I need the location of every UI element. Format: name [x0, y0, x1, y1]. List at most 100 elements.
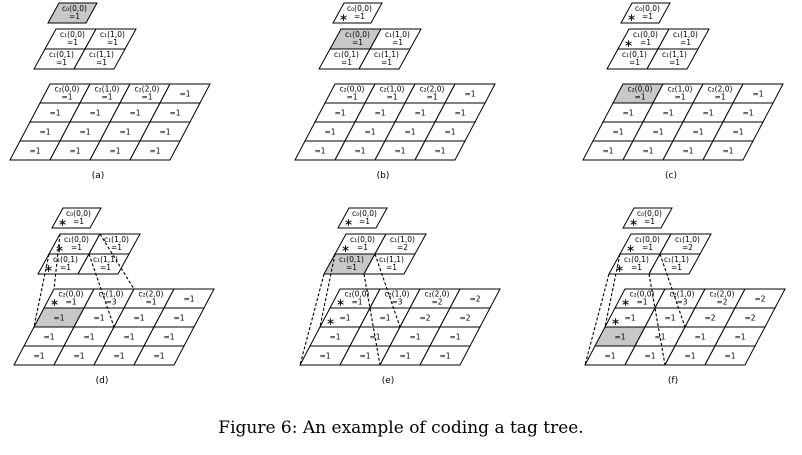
projection-line: [53, 233, 61, 290]
node-value: =1: [314, 147, 325, 156]
node-value: =1: [354, 147, 365, 156]
node-value: =1: [414, 109, 425, 118]
tree-node-cell: [646, 48, 699, 70]
star-marker: ∗: [621, 296, 630, 309]
node-value: =2: [754, 295, 765, 304]
node-label: c₂(0,0): [628, 85, 653, 94]
node-label: c₂(2,0): [710, 290, 735, 299]
node-value: =2: [419, 314, 430, 323]
node-value: =1: [714, 93, 725, 102]
star-marker: ∗: [44, 262, 53, 275]
node-value: =1: [159, 128, 170, 137]
node-label: c₁(0,0): [345, 30, 370, 39]
node-value: =1: [454, 109, 465, 118]
node-label: c₁(1,0): [104, 235, 129, 244]
node-value: =3: [105, 298, 116, 307]
node-value: =1: [614, 333, 625, 342]
node-value: =1: [89, 109, 100, 118]
projection-line: [374, 253, 401, 328]
node-value: =1: [141, 93, 152, 102]
node-label: c₁(1,0): [675, 235, 700, 244]
node-value: =1: [334, 109, 345, 118]
star-marker: ∗: [339, 11, 348, 24]
panel-label: (b): [377, 171, 390, 181]
node-value: =1: [702, 109, 713, 118]
node-value: =1: [123, 333, 134, 342]
node-value: =1: [357, 243, 368, 252]
tree-node-cell: [704, 345, 756, 366]
node-value: =1: [734, 333, 745, 342]
node-label: c₂(0,0): [55, 85, 80, 94]
star-marker: ∗: [627, 11, 636, 24]
node-value: =1: [464, 90, 475, 99]
node-label: c₁(1,0): [385, 30, 410, 39]
projection-line: [659, 253, 686, 328]
node-value: =1: [33, 352, 44, 361]
node-value: =1: [129, 109, 140, 118]
node-label: c₂(1,0): [668, 85, 693, 94]
node-label: c₀(0,0): [66, 209, 91, 218]
node-value: =1: [642, 12, 653, 21]
node-label: c₁(1,1): [374, 50, 399, 59]
node-value: =1: [694, 333, 705, 342]
node-label: c₂(0,0): [345, 290, 370, 299]
node-value: =1: [351, 298, 362, 307]
node-label: c₁(0,0): [635, 235, 660, 244]
figure-caption: Figure 6: An example of coding a tag tre…: [218, 418, 584, 438]
projection-line: [33, 253, 50, 328]
projection-line: [648, 273, 666, 366]
node-value: =1: [644, 217, 655, 226]
projection-line: [88, 253, 115, 328]
tree-node-cell: [358, 48, 411, 70]
node-value: =1: [434, 147, 445, 156]
node-value: =3: [391, 298, 402, 307]
node-value: =1: [629, 58, 640, 67]
node-value: =1: [101, 93, 112, 102]
node-label: c₁(0,0): [633, 30, 658, 39]
node-value: =1: [669, 58, 680, 67]
node-label: c₁(0,0): [60, 30, 85, 39]
node-value: =1: [53, 314, 64, 323]
node-value: =1: [374, 109, 385, 118]
node-value: =1: [346, 93, 357, 102]
panel-label: (d): [96, 376, 109, 386]
node-label: c₁(0,1): [624, 255, 649, 264]
node-value: =1: [183, 295, 194, 304]
node-label: c₁(0,1): [339, 255, 364, 264]
tree-node-cell: [129, 140, 181, 161]
node-value: =1: [381, 58, 392, 67]
node-value: =1: [149, 147, 160, 156]
node-value: =1: [612, 128, 623, 137]
node-value: =1: [394, 147, 405, 156]
projection-line: [319, 253, 336, 328]
node-value: =1: [67, 38, 78, 47]
tree-node-cell: [337, 207, 388, 229]
node-value: =1: [622, 109, 633, 118]
node-value: =1: [163, 333, 174, 342]
node-label: c₁(0,1): [622, 50, 647, 59]
node-label: c₂(2,0): [135, 85, 160, 94]
node-value: =2: [459, 314, 470, 323]
tree-node-cell: [414, 140, 466, 161]
node-value: =1: [113, 352, 124, 361]
node-value: =2: [682, 243, 693, 252]
node-value: =1: [153, 352, 164, 361]
node-value: =1: [724, 352, 735, 361]
node-value: =2: [431, 298, 442, 307]
node-value: =1: [179, 90, 190, 99]
tree-node-cell: [47, 2, 98, 24]
node-value: =1: [119, 128, 130, 137]
node-value: =2: [469, 295, 480, 304]
node-value: =1: [662, 109, 673, 118]
node-value: =1: [652, 128, 663, 137]
node-value: =1: [71, 243, 82, 252]
star-marker: ∗: [611, 315, 620, 328]
star-marker: ∗: [344, 216, 353, 229]
node-value: =1: [742, 109, 753, 118]
node-value: =1: [364, 128, 375, 137]
node-value: =1: [426, 93, 437, 102]
node-value: =1: [409, 333, 420, 342]
projection-line: [363, 273, 381, 366]
node-label: c₁(1,0): [390, 235, 415, 244]
node-value: =1: [65, 298, 76, 307]
